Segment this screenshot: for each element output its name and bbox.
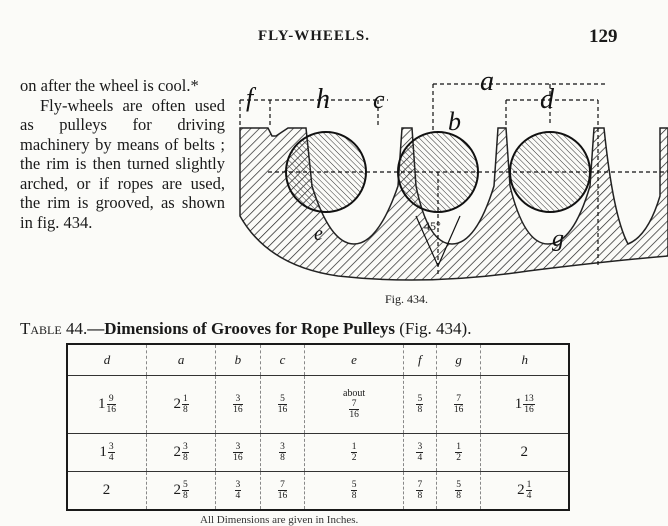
page-number: 129 bbox=[589, 26, 618, 47]
paragraph-continuation: on after the wheel is cool.* bbox=[20, 76, 199, 95]
label-45-degrees: 45° bbox=[424, 219, 441, 233]
column-header-f: f bbox=[403, 345, 437, 376]
cell-h: 2 bbox=[480, 433, 568, 472]
figure-caption: Fig. 434. bbox=[385, 292, 429, 306]
paragraph-flywheel-pulleys: Fly-wheels are often used as pulleys for… bbox=[20, 95, 225, 232]
whole-number: 2 bbox=[173, 395, 181, 412]
rope-pulley-groove-figure: f h c a d b e g 45° bbox=[239, 66, 668, 281]
whole-number: 1 bbox=[514, 395, 523, 412]
whole-number: 2 bbox=[173, 443, 181, 460]
label-c: c bbox=[373, 85, 385, 114]
running-head: FLY-WHEELS. bbox=[258, 28, 371, 44]
whole-number: 1 bbox=[98, 395, 106, 412]
label-a: a bbox=[480, 66, 494, 97]
label-b: b bbox=[448, 107, 461, 136]
label-e: e bbox=[314, 223, 323, 245]
column-header-a: a bbox=[146, 345, 217, 376]
whole-number: 1 bbox=[99, 443, 107, 460]
whole-number: 2 bbox=[173, 481, 181, 498]
label-f: f bbox=[246, 83, 257, 112]
label-h: h bbox=[316, 84, 330, 115]
whole-number: 2 bbox=[517, 481, 525, 498]
table-number: Table 44. bbox=[20, 319, 88, 338]
table-title: Table 44.—Dimensions of Grooves for Rope… bbox=[20, 319, 471, 339]
label-d: d bbox=[540, 84, 555, 115]
body-text: on after the wheel is cool.* Fly-wheels … bbox=[20, 76, 225, 232]
table-footnote: All Dimensions are given in Inches. bbox=[200, 514, 359, 526]
cell-d: 2 bbox=[68, 471, 148, 509]
column-header-c: c bbox=[260, 345, 306, 376]
label-g: g bbox=[552, 226, 564, 252]
whole-number: 2 bbox=[102, 481, 111, 498]
pulley-rim bbox=[239, 127, 668, 281]
column-header-e: e bbox=[304, 345, 404, 376]
column-header-g: g bbox=[436, 345, 482, 376]
whole-number: 2 bbox=[520, 443, 528, 460]
table-heading: —Dimensions of Grooves for Rope Pulleys bbox=[87, 319, 395, 338]
column-header-d: d bbox=[68, 345, 148, 376]
cell-prefix: about bbox=[342, 388, 366, 400]
column-header-h: h bbox=[480, 345, 568, 376]
table-figure-reference: (Fig. 434). bbox=[394, 319, 472, 338]
column-header-b: b bbox=[215, 345, 261, 376]
